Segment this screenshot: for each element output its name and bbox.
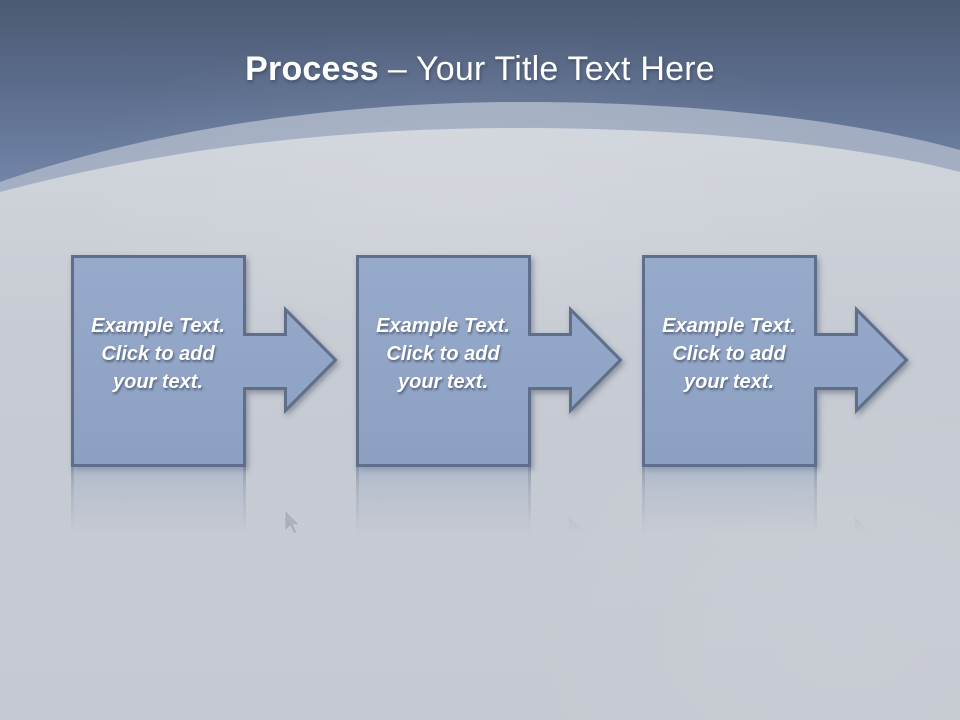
step-text-line: Click to add	[101, 343, 215, 365]
step-text-line: Example Text.	[91, 315, 225, 337]
step-1-text[interactable]: Example Text. Click to add your text.	[78, 312, 238, 396]
step-3-text[interactable]: Example Text. Click to add your text.	[649, 312, 809, 396]
process-step-1[interactable]: Example Text. Click to add your text.	[70, 254, 338, 676]
step-text-line: your text.	[112, 371, 204, 393]
step-text-line: Example Text.	[376, 315, 510, 337]
slide-title[interactable]: Process– Your Title Text Here	[0, 50, 960, 89]
process-step-2[interactable]: Example Text. Click to add your text.	[355, 254, 623, 676]
process-step-3[interactable]: Example Text. Click to add your text.	[641, 254, 909, 676]
step-text-line: Click to add	[672, 343, 786, 365]
step-text-line: your text.	[683, 371, 775, 393]
step-text-line: Example Text.	[662, 315, 796, 337]
step-text-line: your text.	[397, 371, 489, 393]
title-keyword: Process	[245, 50, 379, 88]
title-rest: – Your Title Text Here	[387, 50, 715, 88]
step-text-line: Click to add	[386, 343, 500, 365]
step-2-text[interactable]: Example Text. Click to add your text.	[363, 312, 523, 396]
